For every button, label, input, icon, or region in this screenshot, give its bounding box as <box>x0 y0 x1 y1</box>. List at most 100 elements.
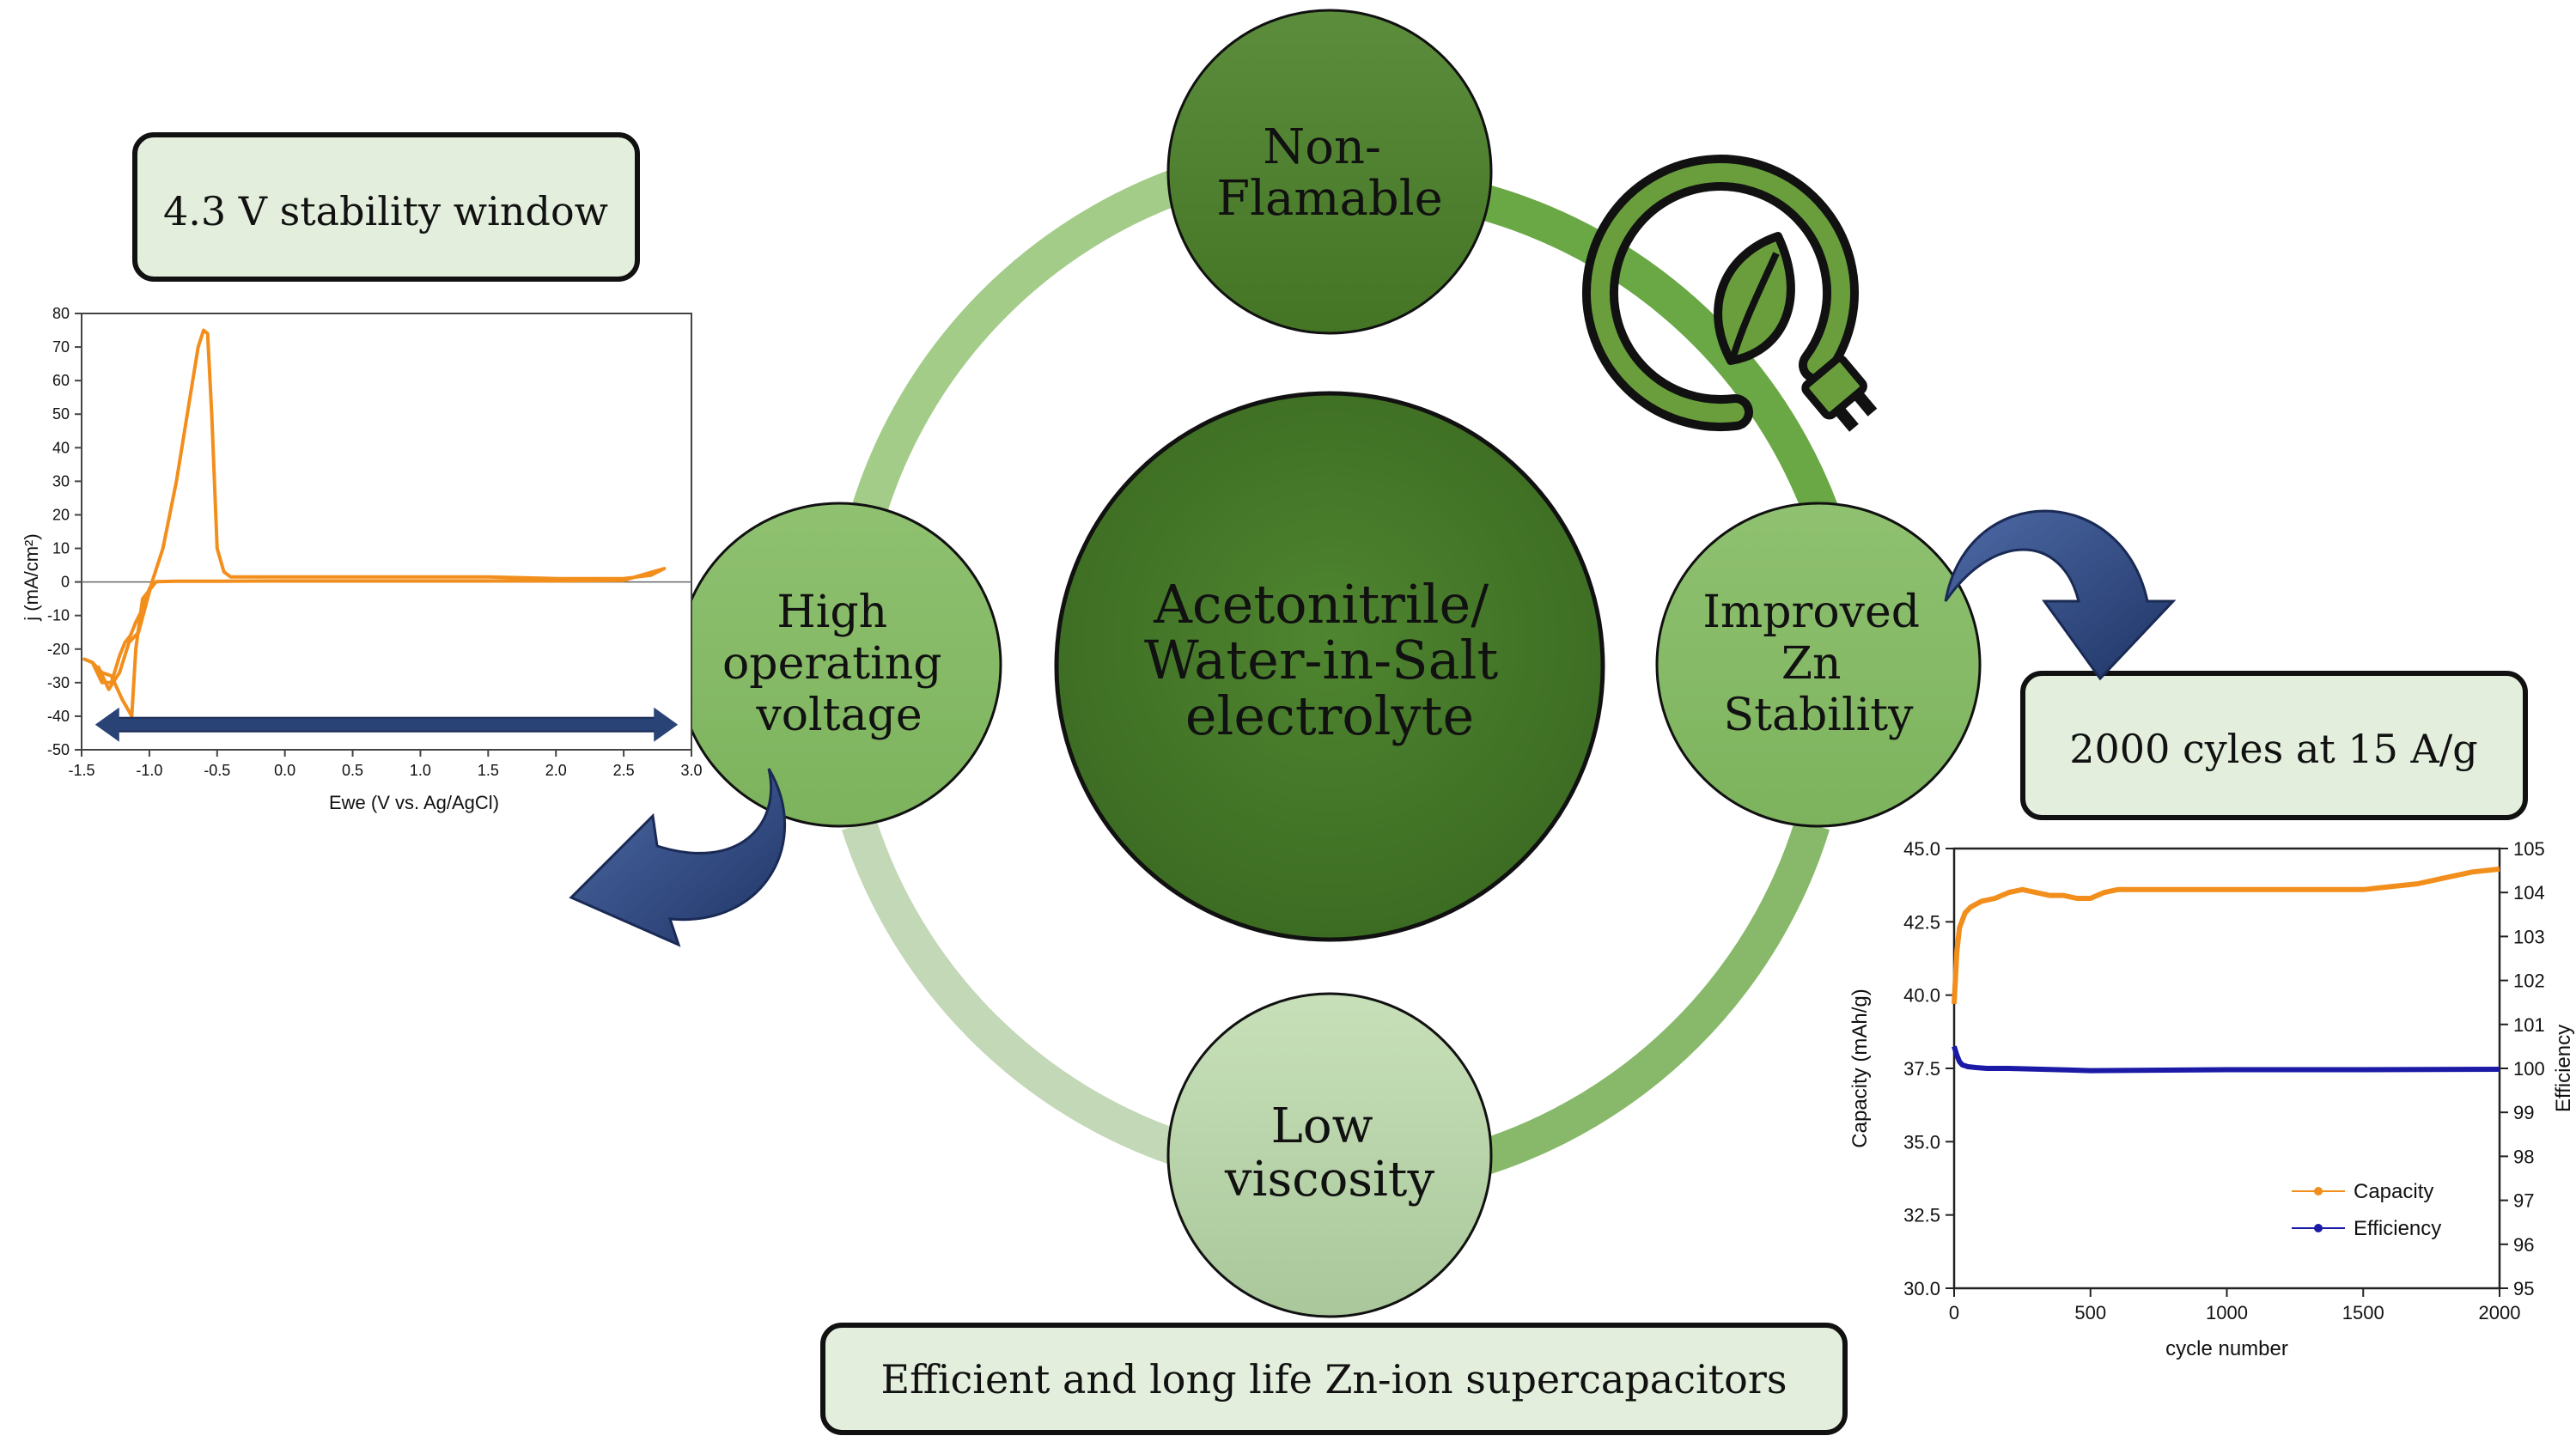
cv-x-tick-label: -1.0 <box>136 762 162 779</box>
stability-window-box <box>132 132 640 282</box>
cv-y-tick-label: 10 <box>52 540 70 557</box>
node-zn-stability <box>1655 502 1982 828</box>
cv-series-line <box>82 328 667 718</box>
cv-window-arrow-head-left <box>94 707 119 742</box>
cv-x-tick-label: 3.0 <box>680 762 702 779</box>
cycling-y-tick-label: 32.5 <box>1903 1205 1940 1226</box>
cycling-y-tick-label: 42.5 <box>1903 911 1940 933</box>
cv-y-tick-label: 70 <box>52 338 70 356</box>
cycling-y-tick-label: 35.0 <box>1903 1131 1940 1153</box>
cycling-y-tick-label: 45.0 <box>1903 838 1940 860</box>
node-right-line-3: Stability <box>1724 690 1915 741</box>
legend-label-capacity: Capacity <box>2354 1180 2433 1203</box>
stability-window-label: 4.3 V stability window <box>163 188 608 234</box>
cycling-y2-tick-label: 103 <box>2513 926 2545 947</box>
cycling-y2-tick-label: 99 <box>2513 1102 2534 1123</box>
summary-box <box>820 1323 1848 1435</box>
leaf-plug-icon <box>1581 155 1878 432</box>
cv-y-tick-label: -40 <box>47 708 70 725</box>
center-line-3: electrolyte <box>1185 684 1474 747</box>
cv-y-tick-label: 0 <box>61 574 70 591</box>
node-high-voltage-label: High operating voltage <box>722 587 956 741</box>
node-right-line-1: Improved <box>1702 587 1920 638</box>
cycling-x-tick-label: 0 <box>1949 1302 1959 1323</box>
cv-chart: -1.5 -1.0 -0.5 0.0 0.5 1.0 1.5 2.0 2.5 3.0 -50 -40 -… <box>47 305 703 779</box>
cv-x-tick-label: -1.5 <box>68 762 94 779</box>
cycling-y2-tick-label: 95 <box>2513 1278 2534 1299</box>
cycling-y2-tick-label: 101 <box>2513 1014 2545 1036</box>
cycling-y2label: Efficiency <box>2552 1025 2575 1112</box>
cv-y-tick-label: 80 <box>52 305 70 322</box>
cycling-series-efficiency <box>1952 1045 2500 1074</box>
node-non-flamable <box>1166 9 1493 335</box>
cv-x-tick-label: 1.5 <box>478 762 499 779</box>
cv-window-arrow-head-right <box>654 707 679 742</box>
cycling-x-tick-label: 2000 <box>2479 1302 2521 1323</box>
node-left-line-3: voltage <box>755 690 922 741</box>
cv-y-tick-label: -50 <box>47 741 70 758</box>
center-line-2: Water-in-Salt <box>1144 629 1498 691</box>
cv-x-tick-label: 2.5 <box>613 762 635 779</box>
ring-arc-top-right <box>1443 175 1838 518</box>
center-label: Acetonitrile/ Water-in-Salt electrolyte <box>1144 573 1515 747</box>
node-left-line-2: operating <box>722 638 942 690</box>
curved-arrow-right-icon <box>1944 509 2177 681</box>
node-top-line-2: Flamable <box>1216 171 1443 227</box>
cv-y-tick-label: 40 <box>52 439 70 456</box>
cycling-ylabel: Capacity (mAh/g) <box>1848 989 1872 1147</box>
ring-arc-bottom-left <box>842 818 1191 1168</box>
cv-x-tick-label: -0.5 <box>204 762 230 779</box>
curved-arrow-left-icon <box>569 768 786 947</box>
node-low-viscosity-label: Low viscosity <box>1224 1098 1435 1208</box>
cv-y-tick-label: 60 <box>52 372 70 389</box>
cycling-y2-tick-label: 100 <box>2513 1058 2545 1080</box>
cycling-series-capacity <box>1952 866 2500 1005</box>
cv-x-tick-label: 0.5 <box>342 762 363 779</box>
cycling-chart: 0 500 1000 1500 2000 30.0 32.5 35.0 37.5 40.0 42.5… <box>1848 838 2575 1360</box>
summary-label: Efficient and long life Zn-ion supercapa… <box>881 1356 1787 1402</box>
cv-y-tick-label: -10 <box>47 607 70 624</box>
node-top-line-1: Non- <box>1263 119 1381 175</box>
cycling-y-tick-label: 37.5 <box>1903 1058 1940 1080</box>
node-right-line-2: Zn <box>1781 638 1842 690</box>
cycling-x-tick-label: 500 <box>2074 1302 2106 1323</box>
node-zn-stability-label: Improved Zn Stability <box>1702 587 1934 741</box>
legend-marker-capacity <box>2314 1187 2323 1196</box>
cycling-y2-tick-label: 104 <box>2513 882 2545 903</box>
cycling-y2-tick-label: 98 <box>2513 1146 2534 1167</box>
cv-y-tick-label: -20 <box>47 641 70 658</box>
node-low-viscosity <box>1166 992 1493 1318</box>
cycling-y2-tick-label: 102 <box>2513 970 2545 992</box>
cv-plot-frame <box>81 313 692 751</box>
center-circle <box>1054 391 1605 942</box>
cycling-xlabel: cycle number <box>2165 1337 2288 1360</box>
cycle-ring <box>842 163 1838 1177</box>
cycles-box <box>2020 671 2528 820</box>
cycling-x-tick-label: 1500 <box>2342 1302 2384 1323</box>
node-bottom-line-1: Low <box>1271 1098 1373 1154</box>
cv-y-tick-label: -30 <box>47 674 70 691</box>
cv-y-tick-label: 30 <box>52 472 70 490</box>
node-non-flamable-label: Non- Flamable <box>1216 119 1443 227</box>
cycling-y2-tick-label: 97 <box>2513 1190 2534 1212</box>
cycling-y-tick-label: 30.0 <box>1903 1278 1940 1299</box>
cv-window-arrow-shaft <box>111 716 662 733</box>
legend-marker-efficiency <box>2314 1224 2323 1232</box>
cycling-x-tick-label: 1000 <box>2206 1302 2248 1323</box>
cv-y-tick-label: 20 <box>52 506 70 523</box>
ring-arc-top-left <box>850 163 1200 521</box>
center-line-1: Acetonitrile/ <box>1153 573 1489 636</box>
cycles-label: 2000 cyles at 15 A/g <box>2069 726 2477 772</box>
cycling-y2-tick-label: 105 <box>2513 838 2545 860</box>
cv-x-tick-label: 1.0 <box>410 762 431 779</box>
cycling-y2-tick-label: 96 <box>2513 1234 2534 1256</box>
cv-y-tick-label: 50 <box>52 405 70 423</box>
cycling-y-tick-label: 40.0 <box>1903 985 1940 1007</box>
cv-ylabel: j (mA/cm²) <box>21 533 42 621</box>
node-left-line-1: High <box>776 587 887 638</box>
cv-xlabel: Ewe (V vs. Ag/AgCl) <box>329 792 499 813</box>
cv-x-tick-label: 0.0 <box>274 762 295 779</box>
ring-arc-bottom-right <box>1471 818 1830 1177</box>
cv-x-tick-label: 2.0 <box>545 762 567 779</box>
